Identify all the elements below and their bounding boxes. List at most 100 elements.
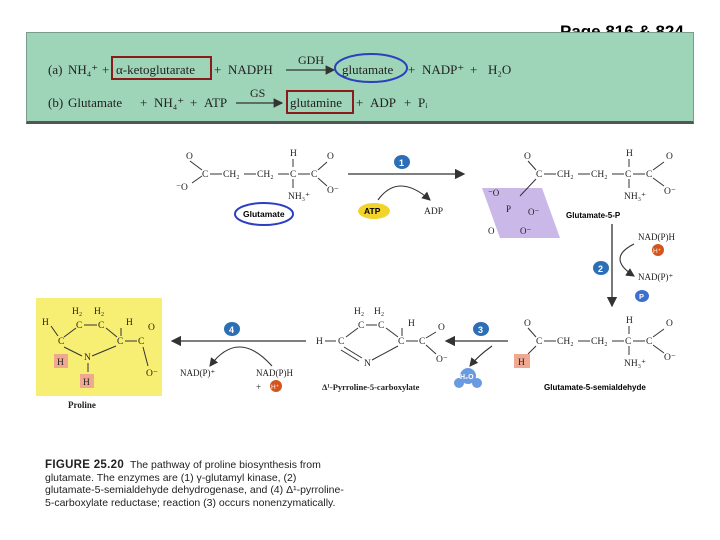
atom-nh3: NH₃⁺ [624, 359, 646, 369]
pyrroline-label: Δ¹-Pyrroline-5-carboxylate [322, 382, 420, 392]
figure-number: FIGURE 25.20 [45, 459, 125, 471]
atom-o: O [666, 152, 673, 162]
reaction-b-glutamine: glutamine [290, 95, 342, 110]
glutamate-label-oval [234, 202, 294, 226]
atom-minus-o: ⁻O [176, 183, 188, 193]
water-h-atom [472, 378, 482, 388]
reaction-a-glutamate: glutamate [342, 62, 393, 77]
reaction-a-plus4: + [470, 62, 477, 77]
step-2-p-ball [635, 290, 649, 302]
atom-ch2: CH₂ [557, 337, 574, 347]
reaction-b-plus3: + [356, 95, 363, 110]
reaction-a-enzyme: GDH [298, 53, 324, 67]
atom-ch2: CH₂ [223, 170, 240, 180]
semialdehyde-structure: O C H CH₂ CH₂ C H NH₃⁺ C O O⁻ Glutamate-… [514, 316, 676, 392]
atom-o: O [666, 319, 673, 329]
atom-o: O [524, 152, 531, 162]
atom-h: H [290, 149, 297, 159]
atom-c: C [536, 170, 542, 180]
atom-ch2: CH₂ [591, 170, 608, 180]
reaction-b-nh4: NH₄⁺ [154, 95, 184, 110]
glutamate-structure: O ⁻O C CH₂ CH₂ C H NH₃⁺ C O O⁻ Glutamate [176, 149, 339, 226]
reaction-a: (a) NH₄⁺ + α-ketoglutarate + NADPH GDH g… [48, 53, 511, 83]
atom-ch2: CH₂ [257, 170, 274, 180]
atom-h: H [408, 319, 415, 329]
atom-nh3: NH₃⁺ [288, 192, 310, 202]
step-4-nadph: NAD(P)H [256, 368, 293, 378]
atp-label: ATP [364, 206, 381, 216]
reaction-b-plus4: + [404, 95, 411, 110]
atom-c: C [338, 337, 344, 347]
figure-caption-text: The pathway of proline biosynthesis from… [45, 459, 344, 509]
atom-h2: H₂ [72, 307, 82, 317]
atom-h: H [126, 318, 133, 328]
step-2-p-label: P [639, 292, 644, 301]
water-molecule [460, 368, 476, 384]
step-2-hplus-ball [652, 244, 664, 256]
atom-ch2: CH₂ [557, 170, 574, 180]
alpha-kg-highlight-box [111, 56, 212, 80]
atom-c: C [311, 170, 317, 180]
reaction-a-plus3: + [408, 62, 415, 77]
atom-c: C [625, 170, 631, 180]
reaction-b-adp: ADP [370, 95, 396, 110]
atom-o: O [327, 152, 334, 162]
atom-c: C [138, 337, 144, 347]
atom-c: C [646, 337, 652, 347]
water-h-atom [454, 378, 464, 388]
reaction-a-plus1: + [102, 62, 109, 77]
atom-c: C [419, 337, 425, 347]
step-1: 1 ATP ADP [348, 155, 466, 219]
atom-h2: H₂ [354, 307, 364, 317]
atom-c: C [98, 321, 104, 331]
atom-c: C [76, 321, 82, 331]
reaction-a-water: H₂O [488, 62, 511, 77]
atom-minus-o: ⁻O [488, 188, 500, 198]
reaction-a-alpha-kg: α-ketoglutarate [116, 62, 195, 77]
h-highlight-box [80, 374, 94, 388]
atom-h: H [57, 358, 64, 368]
reaction-b-glutamate: Glutamate [68, 95, 122, 110]
step-2: NAD(P)H H⁺ 2 NAD(P)⁺ P [593, 224, 675, 308]
step-4-number: 4 [229, 325, 234, 335]
atom-o: O [438, 323, 445, 333]
reaction-a-plus2: + [214, 62, 221, 77]
h-highlight-box [54, 354, 68, 368]
step-1-badge [394, 155, 410, 169]
atom-c: C [290, 170, 296, 180]
atom-o-minus: O⁻ [528, 207, 539, 217]
atom-h: H [626, 316, 633, 326]
glutamate-highlight-oval [334, 53, 408, 83]
step-1-number: 1 [399, 158, 404, 168]
step-4: 4 NAD(P)H + H⁺ NAD(P)⁺ [170, 322, 306, 392]
atom-c: C [398, 337, 404, 347]
atom-c: C [358, 321, 364, 331]
step-2-nadph: NAD(P)H [638, 232, 675, 242]
atom-h2: H₂ [94, 307, 104, 317]
step-2-hplus: H⁺ [653, 248, 662, 255]
step-2-badge [593, 261, 609, 275]
adp-label: ADP [424, 207, 443, 217]
atom-h: H [316, 337, 323, 347]
atom-o: O [488, 226, 495, 236]
reaction-b-enzyme: GS [250, 86, 265, 100]
reaction-a-nadph: NADPH [228, 62, 273, 77]
atom-o-minus: O⁻ [436, 355, 448, 365]
step-4-hplus: H⁺ [271, 384, 280, 391]
atom-o: O [148, 323, 155, 333]
semialdehyde-label: Glutamate-5-semialdehyde [544, 383, 646, 392]
atom-nh3: NH₃⁺ [624, 192, 646, 202]
step-2-number: 2 [598, 264, 603, 274]
glutamate-5-p-label: Glutamate-5-P [566, 211, 621, 220]
phosphate-highlight [482, 188, 560, 238]
glutamine-highlight-box [286, 90, 354, 114]
proline-structure: H₂ H₂ H H C C C C C O O⁻ H N H Proline [36, 298, 162, 410]
atom-c: C [117, 337, 123, 347]
step-2-curved-arrow [619, 243, 635, 277]
h-highlight-box [514, 354, 530, 368]
atp-badge [358, 203, 390, 219]
reaction-b-plus1: + [140, 95, 147, 110]
atom-o: O [186, 152, 193, 162]
atom-c: C [378, 321, 384, 331]
reaction-a-nh4: NH₄⁺ [68, 62, 98, 77]
